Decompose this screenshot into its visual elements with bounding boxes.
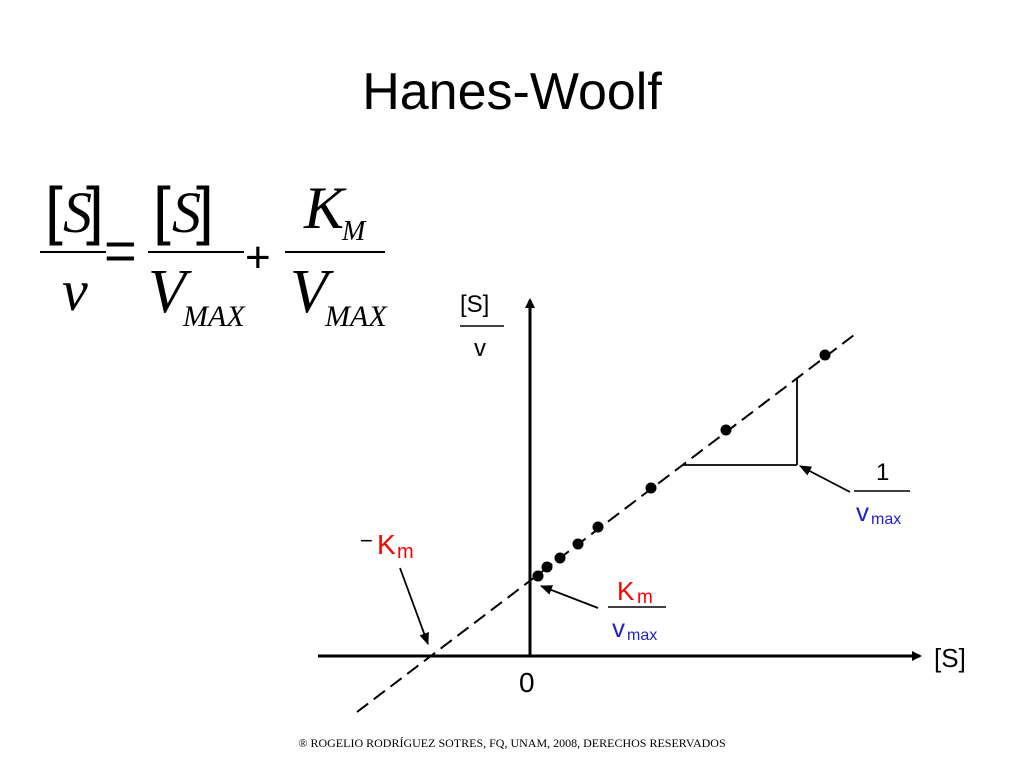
intercept-arrow — [540, 585, 599, 609]
slope-triangle — [683, 379, 798, 466]
slope-denominator-sub: max — [871, 511, 901, 528]
term2-denominator: V — [290, 258, 334, 326]
negative-km-sign: − — [360, 528, 373, 553]
data-point — [645, 482, 657, 494]
intercept-annotation: K m v max — [540, 576, 666, 644]
negative-km-symbol: K — [377, 529, 396, 560]
slope-numerator: 1 — [876, 459, 889, 486]
lhs-numerator: S — [63, 180, 92, 245]
negative-km-arrow — [399, 567, 429, 645]
slope-arrow — [799, 465, 851, 493]
term1-denominator: V — [148, 258, 192, 326]
slope-denominator: v — [856, 497, 869, 527]
term1-numerator: S — [172, 180, 201, 245]
x-axis-label: [S] — [934, 643, 966, 673]
data-point — [592, 521, 604, 533]
data-points — [532, 349, 831, 582]
data-point — [819, 349, 831, 361]
slide-title: Hanes-Woolf — [362, 63, 662, 121]
copyright-footer: ® ROGELIO RODRÍGUEZ SOTRES, FQ, UNAM, 20… — [298, 736, 726, 750]
y-axis-label-numerator: [S] — [460, 291, 489, 318]
intercept-denominator-sub: max — [627, 627, 657, 644]
term2-numerator-sub: M — [341, 216, 367, 247]
lhs-fraction: [ S ] v — [40, 174, 106, 323]
bracket-left: [ — [45, 174, 63, 246]
term2-numerator: K — [303, 175, 347, 241]
plot: [S] v [S] 0 — [318, 291, 966, 713]
bracket-right: ] — [196, 174, 214, 246]
data-point — [532, 570, 544, 582]
term1-denominator-sub: MAX — [182, 300, 246, 333]
negative-km-subscript: m — [397, 541, 414, 563]
origin-label: 0 — [519, 667, 535, 698]
intercept-denominator: v — [612, 613, 625, 643]
data-point — [572, 538, 584, 550]
lhs-denominator: v — [62, 258, 88, 323]
plus-sign: + — [245, 233, 271, 282]
equation: [ S ] v = [ S ] V MAX + K M — [40, 174, 388, 333]
bracket-right: ] — [86, 174, 104, 246]
intercept-numerator: K — [617, 576, 635, 606]
data-point — [541, 561, 553, 573]
bracket-left: [ — [153, 174, 171, 246]
term1-fraction: [ S ] V MAX — [148, 174, 246, 333]
equals-sign: = — [104, 219, 137, 282]
slope-annotation: 1 v max — [799, 459, 910, 528]
data-point — [554, 552, 566, 564]
term2-denominator-sub: MAX — [324, 300, 388, 333]
intercept-numerator-sub: m — [637, 587, 653, 608]
negative-km-annotation: − K m — [360, 528, 429, 645]
term2-fraction: K M V MAX — [285, 175, 388, 333]
y-axis-label-denominator: v — [474, 335, 486, 362]
data-point — [720, 424, 732, 436]
